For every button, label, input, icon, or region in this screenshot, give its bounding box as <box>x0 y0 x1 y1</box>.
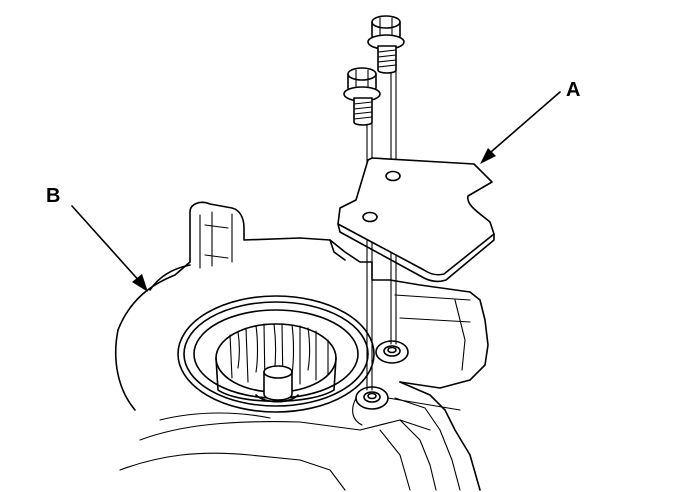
mounting-boss-lower <box>352 386 461 426</box>
leader-arrow-a <box>480 91 561 164</box>
leader-arrow-b <box>71 205 148 292</box>
bearing-assembly <box>177 295 375 413</box>
callout-label-b: B <box>46 185 60 207</box>
mounting-boss-upper <box>375 340 409 364</box>
housing-b <box>115 201 489 491</box>
bracket-a <box>337 157 495 283</box>
callout-label-a: A <box>566 79 580 101</box>
bolt-lower <box>343 67 381 126</box>
bolt-upper <box>367 15 405 74</box>
